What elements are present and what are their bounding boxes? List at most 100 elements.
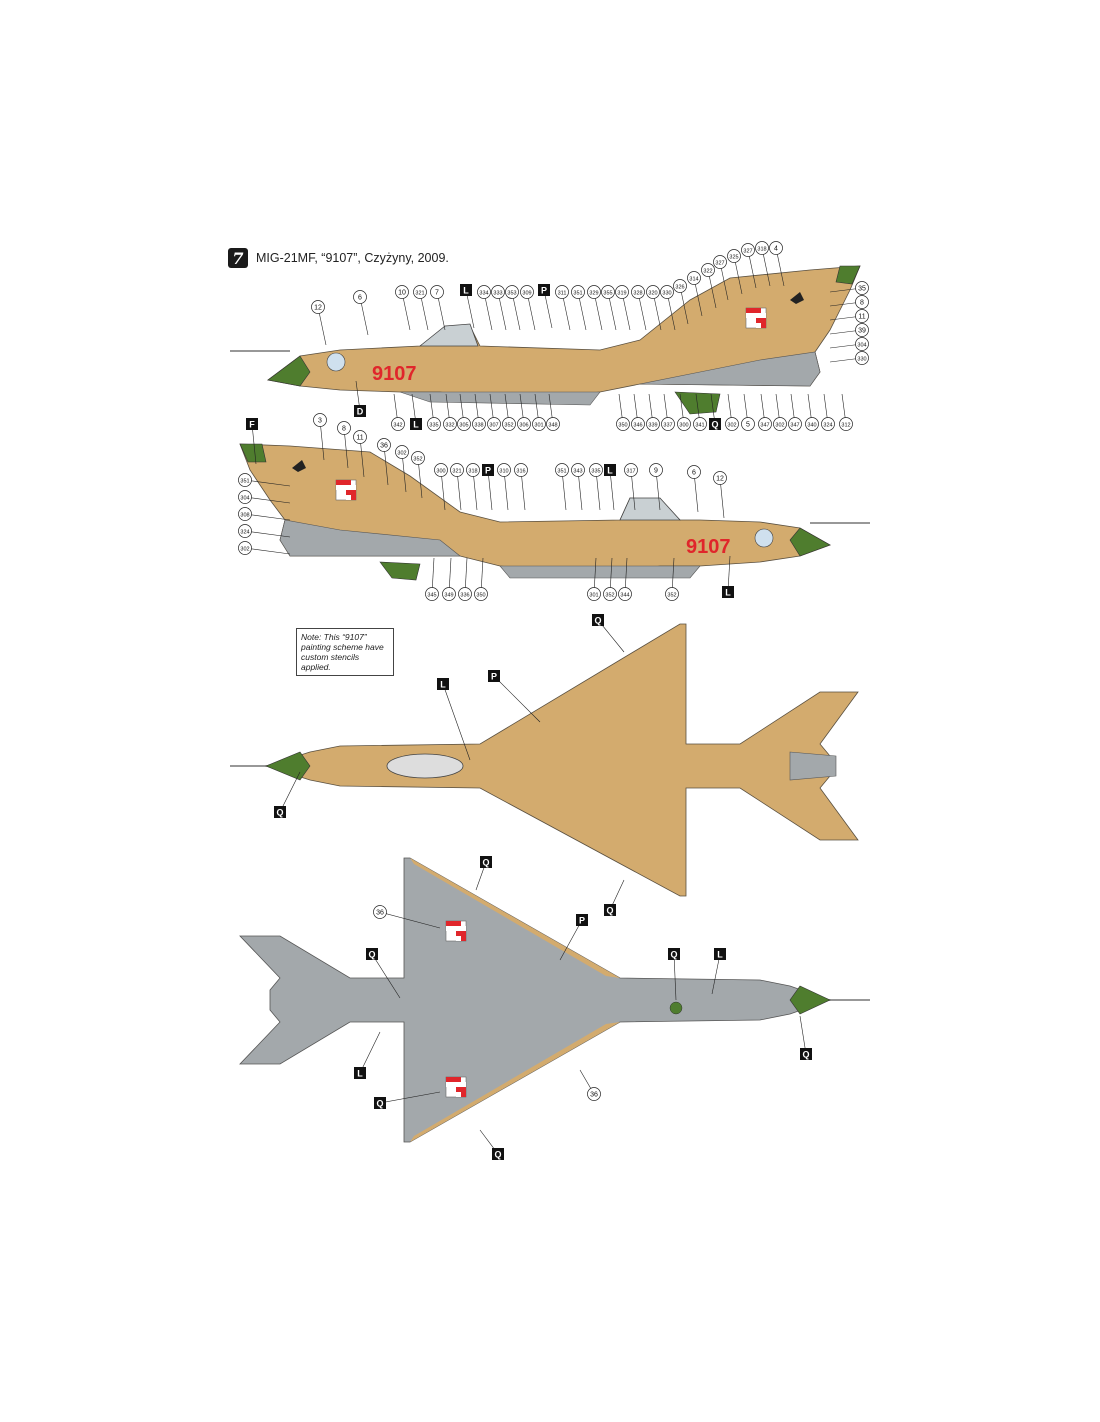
svg-text:305: 305 [459, 423, 468, 429]
svg-text:350: 350 [476, 593, 485, 599]
right-top-callout-11: 310 [497, 463, 511, 477]
left-right-callout-5: 330 [855, 351, 869, 365]
svg-text:318: 318 [757, 247, 766, 253]
top-view-callout-3-leader [279, 771, 301, 813]
right-top-callout-10: P [482, 464, 494, 476]
svg-text:300: 300 [436, 469, 445, 475]
nose-cone-left [267, 355, 311, 387]
right-top-callout-14: 343 [571, 463, 585, 477]
svg-text:301: 301 [589, 593, 598, 599]
left-bottom-callout-26: 312 [839, 417, 853, 431]
svg-text:P: P [485, 466, 491, 476]
underside-grey-left [639, 351, 821, 387]
svg-text:Q: Q [368, 950, 375, 960]
svg-text:309: 309 [522, 291, 531, 297]
svg-text:311: 311 [558, 291, 567, 297]
left-bottom-callout-5: 305 [457, 417, 471, 431]
right-left-callout-4-leader [244, 547, 291, 555]
green-panel-bottom [669, 1001, 683, 1015]
bottom-view-callout-5-leader [711, 953, 721, 995]
svg-text:345: 345 [427, 593, 436, 599]
roundel-wing-lower [445, 1076, 467, 1098]
svg-text:351: 351 [573, 291, 582, 297]
left-top-callout-0: 12 [311, 300, 325, 314]
roundel-fin-left [745, 307, 767, 329]
svg-text:324: 324 [240, 530, 249, 536]
bottom-view-callout-2: P [576, 914, 588, 926]
svg-text:L: L [440, 680, 446, 690]
svg-text:348: 348 [548, 423, 557, 429]
top-view-callout-1: P [488, 670, 500, 682]
svg-text:Q: Q [606, 906, 613, 916]
svg-text:12: 12 [716, 476, 724, 483]
left-top-callout-26: 4 [769, 241, 783, 255]
ventral-fin-right [379, 561, 421, 581]
svg-text:347: 347 [760, 423, 769, 429]
svg-text:324: 324 [823, 423, 832, 429]
svg-text:347: 347 [790, 423, 799, 429]
left-side-view: 9107 [230, 265, 861, 415]
right-bottom-callout-7: 352 [665, 587, 679, 601]
svg-text:352: 352 [413, 457, 422, 463]
left-bottom-callout-15: 337 [661, 417, 675, 431]
svg-text:344: 344 [620, 593, 629, 599]
svg-text:9: 9 [654, 468, 658, 475]
left-right-callout-1: 8 [855, 295, 869, 309]
left-bottom-callout-1: 342 [391, 417, 405, 431]
left-bottom-callout-4: 332 [443, 417, 457, 431]
svg-text:L: L [413, 420, 419, 430]
svg-text:312: 312 [841, 423, 850, 429]
svg-text:302: 302 [397, 451, 406, 457]
left-bottom-callout-19: 302 [725, 417, 739, 431]
svg-text:319: 319 [617, 291, 626, 297]
right-left-callout-2-leader [244, 513, 291, 521]
roundel-fin-right [335, 479, 357, 501]
roundel-wing-upper [445, 920, 467, 942]
tail-nozzle-top [789, 751, 837, 781]
svg-text:4: 4 [774, 246, 778, 253]
left-bottom-callout-21: 347 [758, 417, 772, 431]
svg-text:333: 333 [493, 291, 502, 297]
svg-text:11: 11 [356, 435, 363, 442]
svg-text:318: 318 [468, 469, 477, 475]
right-top-callout-16: L [604, 464, 616, 476]
right-top-callout-4: 36 [377, 438, 391, 452]
right-top-callout-17: 317 [624, 463, 638, 477]
bottom-view-callout-0: Q [480, 856, 492, 868]
svg-text:304: 304 [857, 343, 866, 349]
left-bottom-callout-14: 339 [646, 417, 660, 431]
svg-text:346: 346 [633, 423, 642, 429]
svg-text:314: 314 [689, 277, 698, 283]
airframe-top [264, 623, 859, 897]
right-bottom-callout-4: 301 [587, 587, 601, 601]
svg-text:352: 352 [667, 593, 676, 599]
right-bottom-callout-0: 345 [425, 587, 439, 601]
right-top-callout-8: 321 [450, 463, 464, 477]
right-top-callout-7: 300 [434, 463, 448, 477]
left-bottom-callout-8: 352 [502, 417, 516, 431]
top-view-callout-3: Q [274, 806, 286, 818]
right-top-callout-20: 12 [713, 471, 727, 485]
right-top-callout-9: 318 [466, 463, 480, 477]
svg-text:F: F [249, 420, 255, 430]
left-bottom-callout-16: 300 [677, 417, 691, 431]
canopy-top [386, 753, 464, 779]
right-top-callout-2: 8 [337, 421, 351, 435]
left-top-callout-14: 355 [601, 285, 615, 299]
svg-text:7: 7 [435, 290, 439, 297]
left-bottom-callout-18: Q [709, 418, 721, 430]
svg-text:310: 310 [499, 469, 508, 475]
svg-text:340: 340 [807, 423, 816, 429]
left-top-callout-2: 10 [395, 285, 409, 299]
svg-text:L: L [357, 1069, 363, 1079]
left-top-callout-12: 351 [571, 285, 585, 299]
unit-badge-right [754, 528, 774, 548]
left-top-callout-10: P [538, 284, 550, 296]
svg-text:Q: Q [670, 950, 677, 960]
serial-number-right: 9107 [686, 536, 731, 558]
svg-text:343: 343 [573, 469, 582, 475]
svg-text:302: 302 [727, 423, 736, 429]
svg-text:D: D [357, 407, 364, 417]
